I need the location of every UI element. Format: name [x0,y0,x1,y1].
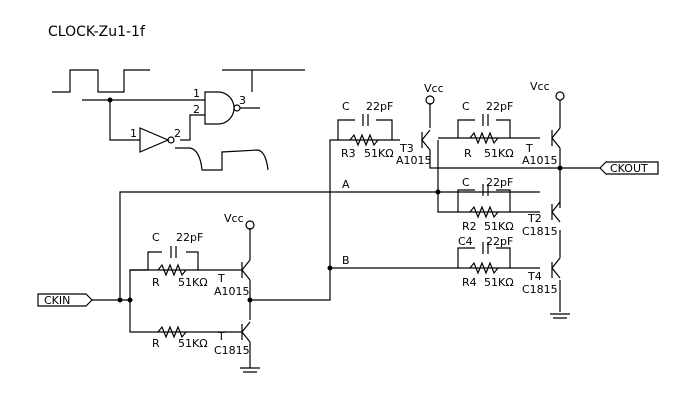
transistor-part: C1815 [214,344,250,357]
junction-dot [107,97,113,103]
gate-illustration: 1 2 3 1 2 [52,69,305,171]
transistor-ref: T4 [527,270,542,283]
cap-ref: C [462,100,470,113]
ckin-label: CKIN [44,294,70,307]
rc-pairs [147,114,511,339]
transistor-ref: T [217,272,225,285]
res-ref: R [152,276,160,289]
ckin-port: CKIN [37,293,93,307]
gate-input-wiring [82,99,205,141]
nand-gate [204,91,235,125]
net-label-a: A [342,178,350,191]
ckout-label: CKOUT [610,162,648,175]
cap-value: 22pF [486,176,513,189]
transistor-part: A1015 [214,285,250,298]
res-value: 51KΩ [178,337,208,350]
cap-ref: C4 [458,235,473,248]
diagram-title: CLOCK-Zu1-1f [48,24,146,40]
circuit-wiring [92,100,600,368]
cap-value: 22pF [486,235,513,248]
transistor-part: C1815 [522,283,558,296]
component-labels: C 22pF R 51KΩ T A1015 R 51KΩ T C1815 C 2… [152,100,558,357]
vcc-symbols: Vcc Vcc Vcc [224,80,565,230]
ckout-port: CKOUT [599,161,659,175]
vcc-label: Vcc [224,212,244,225]
transistor-part: A1015 [396,154,432,167]
junction-dots [117,165,563,303]
cap-ref: C [342,100,350,113]
inverter-gate [139,127,170,153]
vcc-label: Vcc [530,80,550,93]
pin-label: 1 [193,87,200,100]
cap-ref: C [152,231,160,244]
transistor-ref: T2 [527,212,542,225]
res-value: 51KΩ [178,276,208,289]
transistor-ref: T [217,330,225,343]
waveform-delayed [175,147,269,171]
pin-label: 3 [239,94,246,107]
cap-ref: C [462,176,470,189]
res-ref: R [152,337,160,350]
pin-label: 2 [174,127,181,140]
cap-value: 22pF [176,231,203,244]
res-ref: R2 [462,220,477,233]
pin-label: 1 [130,127,137,140]
res-ref: R4 [462,276,477,289]
ground-symbols [240,313,570,373]
waveform-output [222,69,305,92]
net-label-b: B [342,254,350,267]
pin-label: 2 [193,103,200,116]
transistors [241,127,561,343]
res-value: 51KΩ [484,276,514,289]
transistor-part: C1815 [522,225,558,238]
vcc-label: Vcc [424,82,444,95]
waveform-input [52,69,150,93]
res-value: 51KΩ [364,147,394,160]
cap-value: 22pF [486,100,513,113]
transistor-part: A1015 [522,154,558,167]
inverter-bubble [167,136,175,144]
res-value: 51KΩ [484,220,514,233]
transistor-ref: T [525,142,533,155]
transistor-ref: T3 [399,142,414,155]
res-ref: R3 [341,147,356,160]
res-value: 51KΩ [484,147,514,160]
cap-value: 22pF [366,100,393,113]
res-ref: R [464,147,472,160]
